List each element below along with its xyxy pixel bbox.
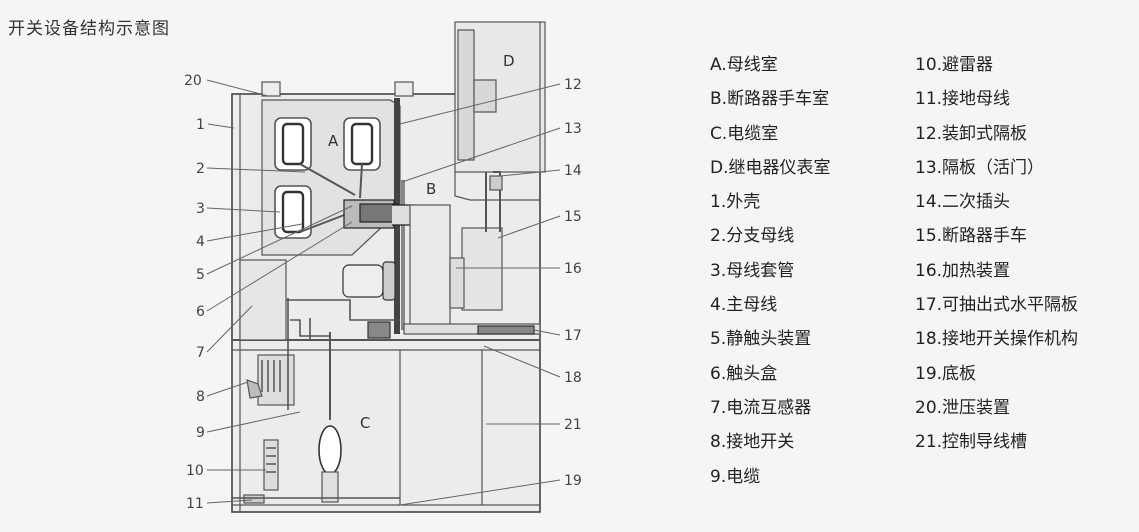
leader-lines [206, 79, 561, 506]
callout-11: 11 [186, 496, 204, 512]
page-title: 开关设备结构示意图 [8, 19, 170, 39]
legend-item: 13.隔板（活门） [915, 157, 1045, 178]
legend-item: 15.断路器手车 [915, 226, 1028, 247]
legend-item: 2.分支母线 [710, 226, 795, 247]
callout-19: 19 [564, 473, 582, 489]
callout-5: 5 [196, 267, 205, 283]
legend-item: D.继电器仪表室 [710, 157, 831, 178]
callout-12: 12 [564, 77, 582, 93]
legend-item: 9.电缆 [710, 466, 761, 487]
callout-18: 18 [564, 370, 582, 386]
callout-21: 21 [564, 417, 582, 433]
legend-item: 17.可抽出式水平隔板 [915, 295, 1079, 316]
legend-item: 1.外壳 [710, 192, 761, 213]
legend: A.母线室 B.断路器手车室 C.电缆室 D.继电器仪表室 1.外壳 2.分支母… [710, 48, 1135, 494]
zone-label-a: A [328, 132, 339, 150]
legend-item: 7.电流互感器 [710, 397, 812, 418]
legend-item: A.母线室 [710, 55, 778, 75]
legend-item: 20.泄压装置 [915, 397, 1011, 418]
callout-15: 15 [564, 209, 582, 225]
legend-item: 5.静触头装置 [710, 329, 812, 350]
callout-6: 6 [196, 304, 205, 320]
legend-item: 8.接地开关 [710, 432, 795, 453]
legend-item: 10.避雷器 [915, 55, 994, 75]
legend-item: 19.底板 [915, 363, 977, 384]
legend-item: B.断路器手车室 [710, 89, 830, 110]
legend-item: C.电缆室 [710, 123, 779, 144]
relay-compartment [454, 21, 546, 201]
legend-item: 16.加热装置 [915, 260, 1011, 281]
callout-8: 8 [196, 389, 205, 405]
callout-13: 13 [564, 121, 582, 137]
legend-item: 11.接地母线 [915, 89, 1011, 110]
callout-4: 4 [196, 234, 205, 250]
zone-label-d: D [503, 52, 515, 70]
zone-label-b: B [426, 180, 436, 198]
zone-label-c: C [360, 414, 370, 432]
cable-chamber [232, 298, 400, 504]
callout-2: 2 [196, 161, 205, 177]
callout-20: 20 [184, 73, 202, 89]
callout-10: 10 [186, 463, 204, 479]
callout-14: 14 [564, 163, 582, 179]
legend-item: 4.主母线 [710, 295, 778, 316]
legend-item: 3.母线套管 [710, 260, 795, 281]
legend-item: 14.二次插头 [915, 192, 1011, 213]
callout-7: 7 [196, 345, 205, 361]
switchgear-diagram: A B C D 20 1 2 3 4 5 6 7 8 9 [180, 14, 600, 519]
callout-3: 3 [196, 201, 205, 217]
breaker-compartment [403, 171, 541, 335]
legend-item: 12.装卸式隔板 [915, 123, 1028, 144]
callout-16: 16 [564, 261, 582, 277]
callout-1: 1 [196, 117, 205, 133]
legend-item: 6.触头盒 [710, 363, 778, 384]
callout-17: 17 [564, 328, 582, 344]
legend-item: 18.接地开关操作机构 [915, 329, 1079, 350]
legend-item: 21.控制导线槽 [915, 432, 1028, 453]
breaker-arm [239, 259, 400, 341]
callout-9: 9 [196, 425, 205, 441]
